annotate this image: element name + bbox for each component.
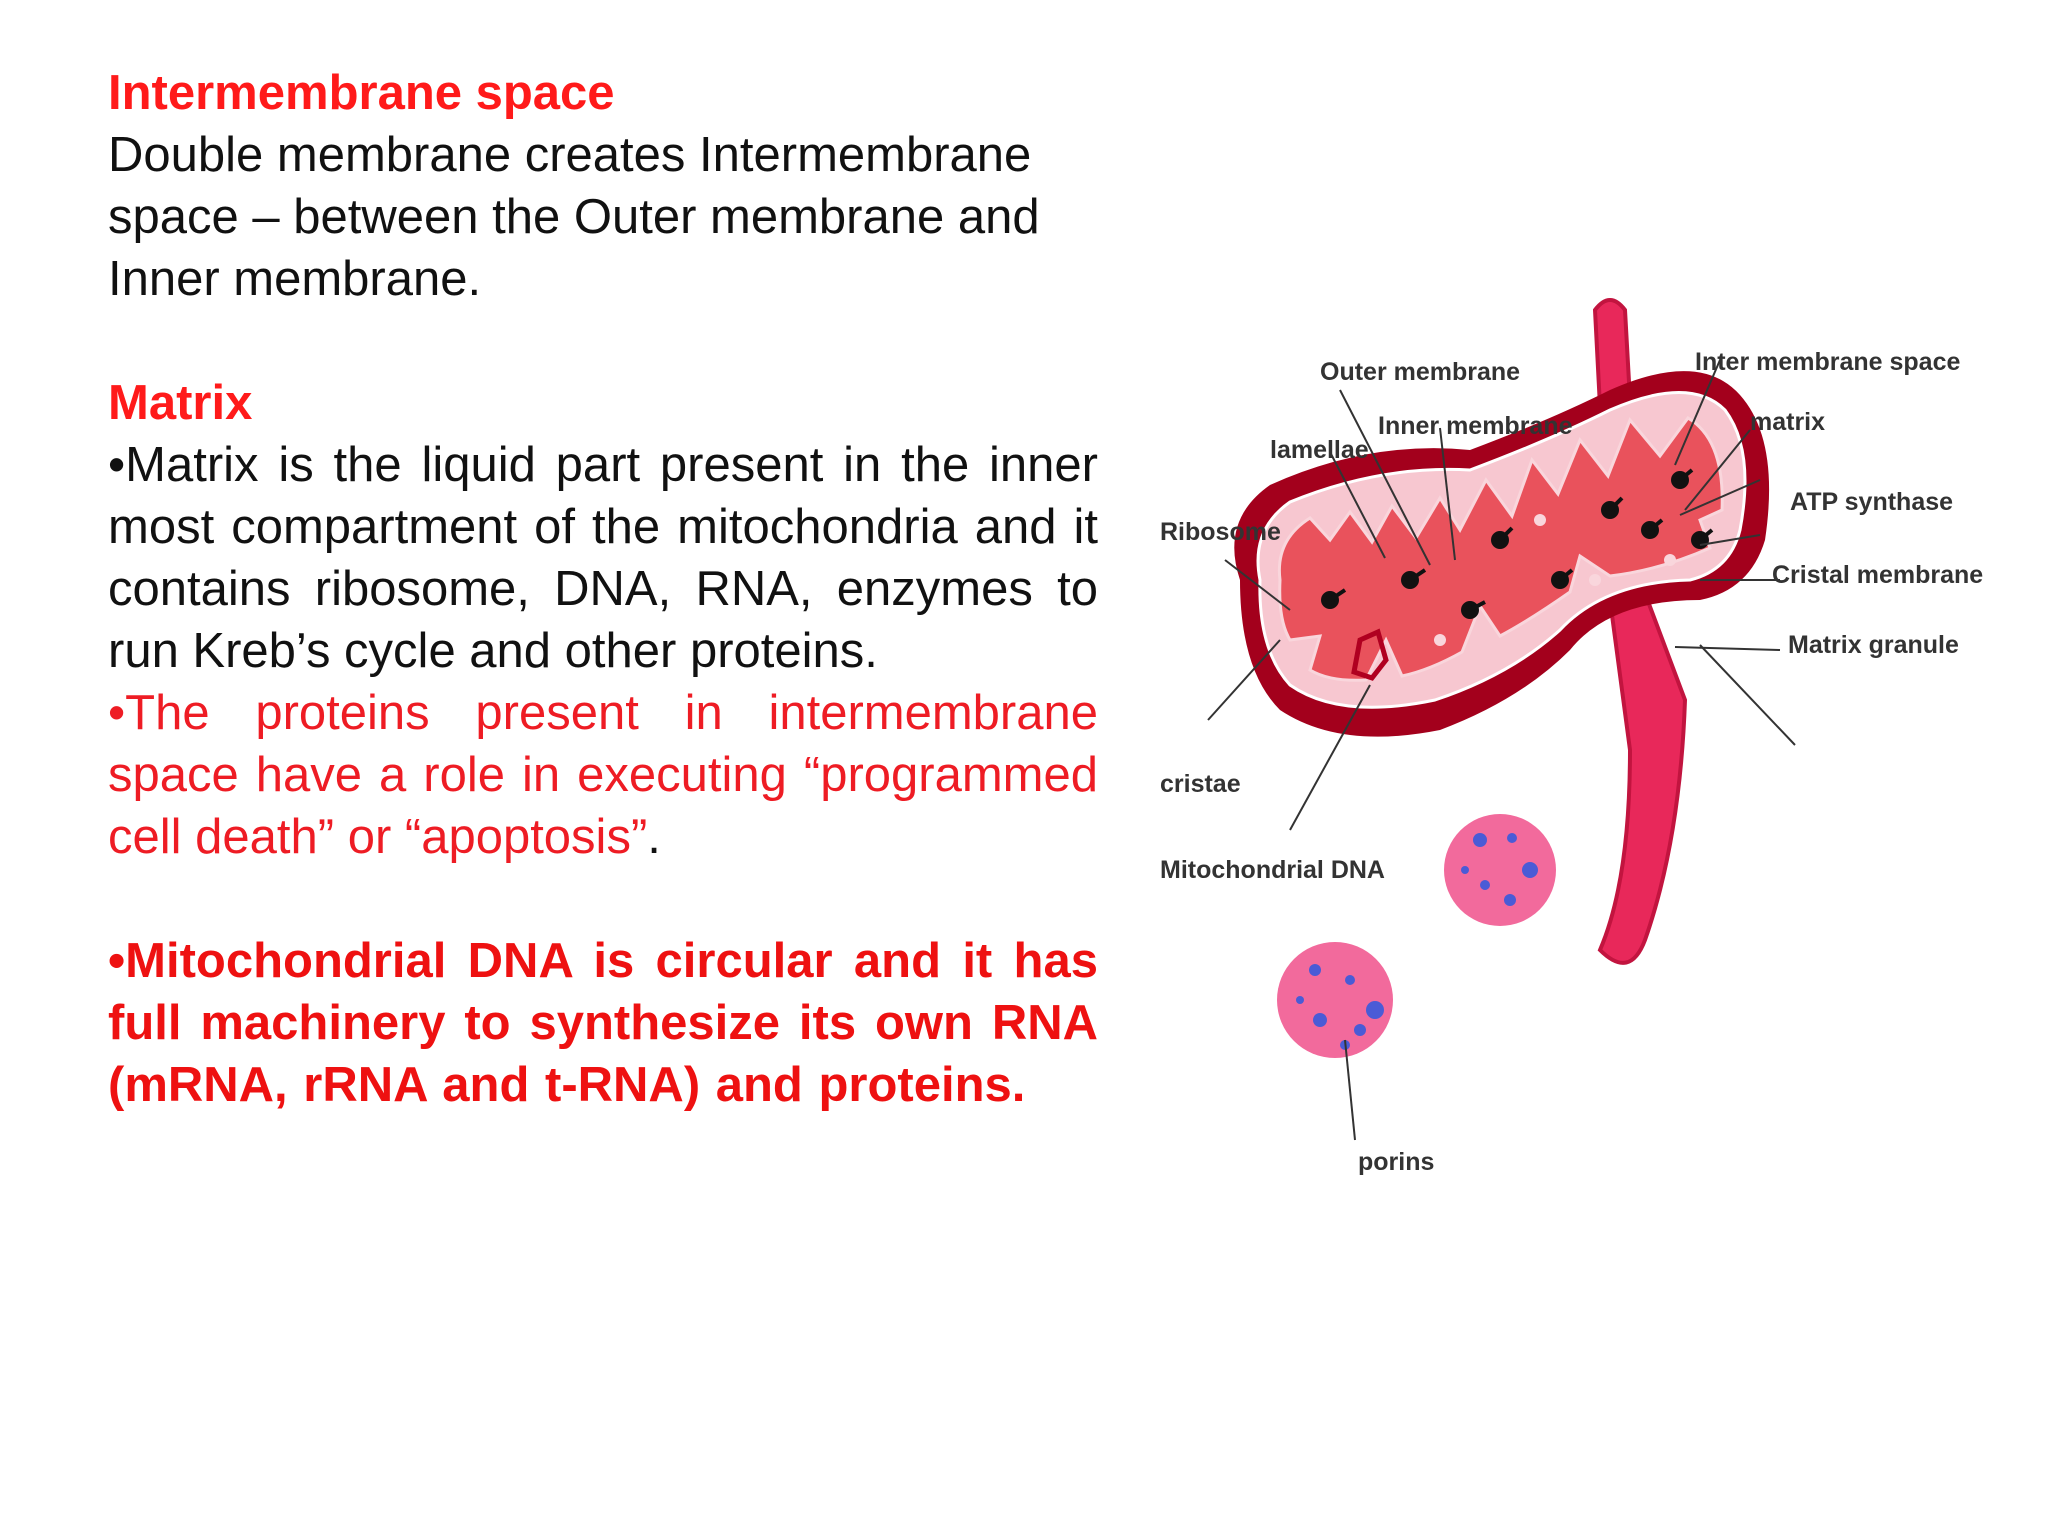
apoptosis-text: •The proteins present in intermembrane s… — [108, 686, 1098, 864]
label-lamellae: lamellae — [1270, 436, 1369, 464]
intermembrane-body: Double membrane creates Intermembrane sp… — [108, 128, 1040, 306]
mitochondrion-diagram: Outer membrane Inner membrane lamellae I… — [1140, 280, 2020, 1210]
label-outer-membrane: Outer membrane — [1320, 358, 1520, 386]
cristae-shape — [1277, 416, 1724, 682]
matrix-bullet-2: •The proteins present in intermembrane s… — [108, 682, 1098, 868]
intermembrane-heading: Intermembrane space — [108, 66, 615, 120]
mitochondrion-svg: Outer membrane Inner membrane lamellae I… — [1160, 298, 1983, 1176]
porin-sphere-small — [1444, 814, 1556, 926]
matrix-bullet-1: •Matrix is the liquid part present in th… — [108, 438, 1098, 678]
label-inter-membrane-space: Inter membrane space — [1695, 348, 1960, 376]
porin-dots — [1296, 833, 1538, 1050]
matrix-granules — [1434, 514, 1676, 646]
spacer — [108, 868, 1098, 930]
label-matrix-granule: Matrix granule — [1788, 631, 1959, 659]
apoptosis-period: . — [647, 810, 661, 864]
mtdna-loop — [1351, 628, 1389, 681]
porin-sphere-large — [1277, 942, 1393, 1058]
label-mitochondrial-dna: Mitochondrial DNA — [1160, 856, 1385, 884]
atp-synthase-particles — [1321, 468, 1714, 619]
leader-lines — [1207, 359, 1796, 1141]
mitochondrial-dna-bullet: •Mitochondrial DNA is circular and it ha… — [108, 934, 1098, 1112]
label-cristal-membrane: Cristal membrane — [1772, 561, 1983, 589]
label-ribosome: Ribosome — [1160, 518, 1281, 546]
label-porins: porins — [1358, 1148, 1434, 1176]
label-matrix: matrix — [1750, 408, 1825, 436]
label-atp-synthase: ATP synthase — [1790, 488, 1953, 516]
matrix-heading: Matrix — [108, 376, 253, 430]
label-inner-membrane: Inner membrane — [1378, 412, 1573, 440]
spacer — [108, 310, 1098, 372]
text-column: Intermembrane space Double membrane crea… — [108, 62, 1098, 1116]
label-cristae: cristae — [1160, 770, 1241, 798]
